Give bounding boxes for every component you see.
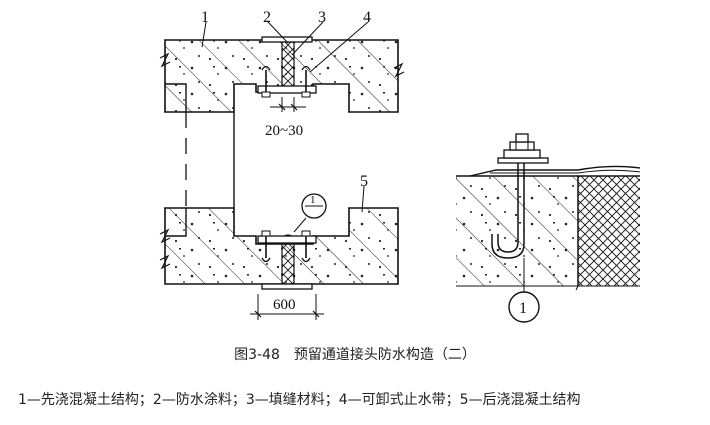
label-2: 2 (263, 9, 271, 26)
bottom-slab (159, 207, 399, 285)
gap-dimension-text: 20~30 (265, 123, 303, 139)
top-leaders (201, 21, 369, 73)
label-5: 5 (360, 173, 368, 190)
bottom-joint-seal (257, 230, 317, 290)
label-4: 4 (363, 9, 371, 26)
width-dimension-text: 600 (273, 297, 296, 313)
label-1: 1 (201, 9, 209, 26)
channel-walls (185, 112, 235, 208)
gap-dimension (270, 97, 306, 112)
detail-marker-label: 1 (519, 300, 527, 317)
detail-1 (456, 133, 641, 323)
section-marker (293, 193, 327, 233)
figure-legend: 1—先浇混凝土结构；2—防水涂料；3—填缝材料；4—可卸式止水带；5—后浇混凝土… (18, 392, 581, 408)
leader-5 (361, 185, 365, 213)
figure-caption: 图3-48 预留通道接头防水构造（二） (234, 347, 476, 363)
width-dimension (250, 294, 324, 320)
label-3: 3 (318, 9, 326, 26)
section-marker-top: 1 (310, 194, 316, 206)
